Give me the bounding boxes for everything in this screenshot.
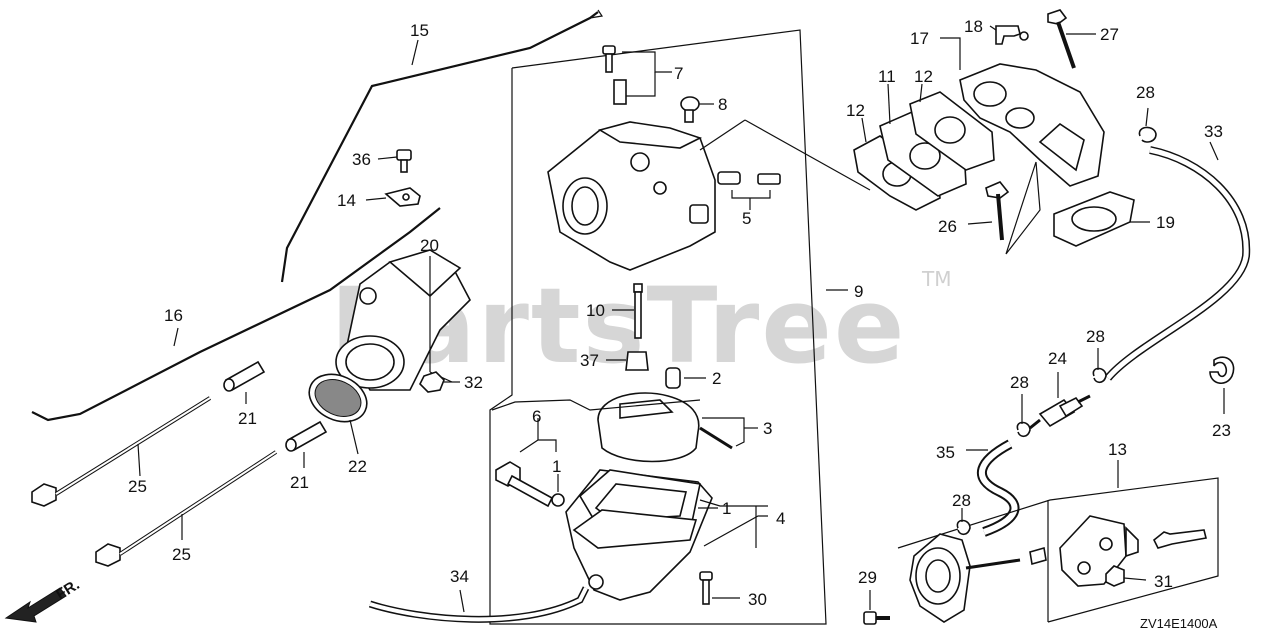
callout-4: 4: [776, 509, 785, 528]
callout-31: 31: [1154, 572, 1173, 591]
diagram-code: ZV14E1400A: [1140, 616, 1218, 631]
drain-screw-6: [495, 418, 557, 508]
float-valve-clip-2: [665, 367, 706, 389]
drain-tube-34: [368, 586, 590, 623]
intake-manifold-17: [940, 37, 1105, 187]
callout-28-top: 28: [1136, 83, 1155, 102]
bolt-29: [863, 590, 890, 625]
callout-3: 3: [763, 419, 772, 438]
callout-22: 22: [348, 457, 367, 476]
callout-15: 15: [410, 21, 429, 40]
callout-36: 36: [352, 150, 371, 169]
gasket-12-right: [909, 83, 995, 171]
callout-21-upper: 21: [238, 409, 257, 428]
carburetor-assembly-bracket: [489, 29, 848, 625]
callout-6: 6: [532, 407, 541, 426]
float-3: [597, 392, 758, 463]
collar-21-lower: [285, 420, 328, 468]
callout-24: 24: [1048, 349, 1067, 368]
carburetor-body: [547, 119, 871, 271]
drain-washer-1: [551, 474, 565, 507]
fuel-filter-24: [1029, 372, 1091, 430]
callout-7: 7: [674, 64, 683, 83]
callout-19: 19: [1156, 213, 1175, 232]
callout-12-left: 12: [846, 101, 865, 120]
fuel-pump: [909, 533, 1047, 623]
callout-1-gasket: 1: [722, 499, 731, 518]
callout-30: 30: [748, 590, 767, 609]
callout-2: 2: [712, 369, 721, 388]
bolt-27: [1047, 9, 1096, 69]
callout-labels: 15 7 8 36 14 5 20 9 10 16 37 2 32 21 6 3…: [128, 17, 1231, 609]
throttle-stop-screw: [602, 45, 672, 105]
callout-21-lower: 21: [290, 473, 309, 492]
throttle-rod: [280, 9, 604, 283]
callout-1-drain: 1: [552, 457, 561, 476]
callout-14: 14: [337, 191, 356, 210]
callout-28-right: 28: [1086, 327, 1105, 346]
pilot-screw-set: [717, 171, 781, 210]
tube-clip-23: [1209, 356, 1235, 414]
nut-32: [419, 371, 460, 393]
stud-bolt-25-upper: [31, 396, 212, 507]
callout-9: 9: [854, 282, 863, 301]
bolt-26: [967, 161, 1041, 255]
callout-20: 20: [420, 236, 439, 255]
intake-screen-22: [308, 373, 368, 455]
callout-35: 35: [936, 443, 955, 462]
float-needle-37: [606, 351, 649, 371]
fuel-pump-bracket-group: [897, 460, 1219, 623]
callout-28-low: 28: [952, 491, 971, 510]
collar-21-upper: [223, 360, 266, 404]
gasket-19: [1053, 191, 1150, 247]
callout-26: 26: [938, 217, 957, 236]
nozzle-18: [989, 25, 1029, 45]
float-chamber-gasket: [572, 507, 718, 549]
callout-13: 13: [1108, 440, 1127, 459]
nut-31: [1105, 565, 1147, 587]
main-jet-10: [612, 283, 643, 339]
callout-29: 29: [858, 568, 877, 587]
callout-12-right: 12: [914, 67, 933, 86]
fuel-tube-33: [1104, 141, 1251, 381]
tube-clip-28-low: [956, 508, 971, 536]
callout-28-mid: 28: [1010, 373, 1029, 392]
watermark-trademark: TM: [921, 267, 951, 291]
callout-32: 32: [464, 373, 483, 392]
callout-17: 17: [910, 29, 929, 48]
screw-8: [680, 96, 714, 123]
callout-37: 37: [580, 351, 599, 370]
callout-11: 11: [878, 67, 896, 86]
callout-16: 16: [164, 306, 183, 325]
callout-33: 33: [1204, 122, 1223, 141]
callout-18: 18: [964, 17, 983, 36]
air-cleaner-elbow-20: [335, 249, 471, 391]
pump-bracket-13: [1059, 515, 1207, 587]
tube-clip-28-mid: [1016, 394, 1031, 438]
callout-25-lower: 25: [172, 545, 191, 564]
fuel-tube-35: [966, 439, 1020, 537]
tube-clip-28-right: [1092, 348, 1107, 384]
callout-10: 10: [586, 301, 605, 320]
callout-8: 8: [718, 95, 727, 114]
insulator-11: [879, 83, 967, 197]
callout-27: 27: [1100, 25, 1119, 44]
callout-25-upper: 25: [128, 477, 147, 496]
screw-30: [699, 571, 740, 605]
choke-rod: [31, 207, 441, 422]
tube-clip-28-top: [1138, 107, 1157, 143]
callout-5: 5: [742, 209, 751, 228]
choke-link-plate: [384, 187, 421, 207]
stud-bolt-25-lower: [95, 450, 278, 567]
callout-34: 34: [450, 567, 469, 586]
callout-23: 23: [1212, 421, 1231, 440]
front-direction-arrow: FR.: [4, 576, 83, 623]
bolt-36: [396, 149, 412, 173]
